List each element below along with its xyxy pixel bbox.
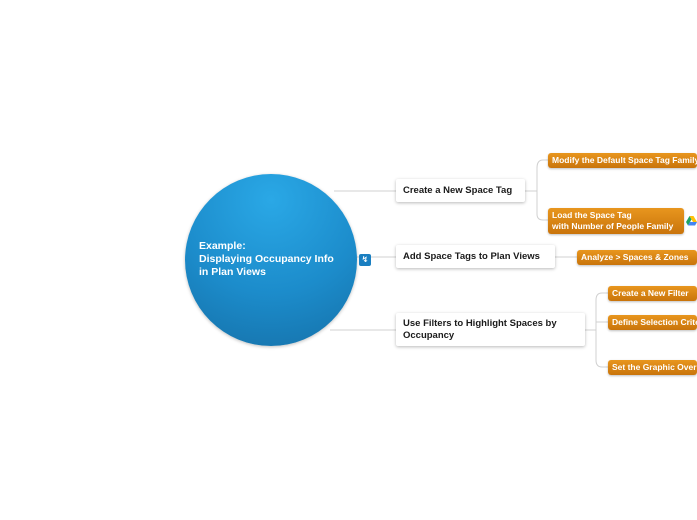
subtopic-create-filter[interactable]: Create a New Filter (608, 286, 697, 301)
subtopic-label: Modify the Default Space Tag Family (552, 155, 697, 165)
subtopic-label: Define Selection Criteria (612, 317, 697, 327)
subtopic-modify-default-tag[interactable]: Modify the Default Space Tag Family (548, 153, 697, 168)
subtopic-label-line-2: with Number of People Family (552, 220, 674, 231)
subtopic-define-selection-criteria[interactable]: Define Selection Criteria (608, 315, 697, 330)
connector-topic3-sub (585, 292, 608, 368)
topic-add-space-tags[interactable]: Add Space Tags to Plan Views (396, 245, 555, 268)
subtopic-load-space-tag[interactable]: Load the Space Tag with Number of People… (548, 208, 684, 234)
topic-create-space-tag[interactable]: Create a New Space Tag (396, 179, 525, 202)
subtopic-set-graphic-overrides[interactable]: Set the Graphic Overrides (608, 360, 697, 375)
topic-use-filters[interactable]: Use Filters to Highlight Spaces by Occup… (396, 313, 585, 346)
subtopic-label: Analyze > Spaces & Zones (581, 252, 689, 262)
subtopic-analyze-spaces-zones[interactable]: Analyze > Spaces & Zones (577, 250, 697, 265)
collapse-toggle-icon[interactable]: ↯ (359, 254, 371, 266)
subtopic-label: Create a New Filter (612, 288, 689, 298)
subtopic-label: Set the Graphic Overrides (612, 362, 697, 372)
subtopic-label-line-1: Load the Space Tag (552, 210, 632, 220)
connector-topic1-sub (525, 159, 548, 221)
root-topic-label: Example: Displaying Occupancy Info in Pl… (199, 240, 334, 278)
root-topic[interactable]: Example: Displaying Occupancy Info in Pl… (185, 174, 357, 346)
topic-label: Create a New Space Tag (403, 184, 513, 196)
topic-label: Add Space Tags to Plan Views (403, 250, 540, 262)
topic-label: Use Filters to Highlight Spaces by Occup… (403, 317, 557, 341)
google-drive-icon[interactable] (686, 216, 697, 226)
